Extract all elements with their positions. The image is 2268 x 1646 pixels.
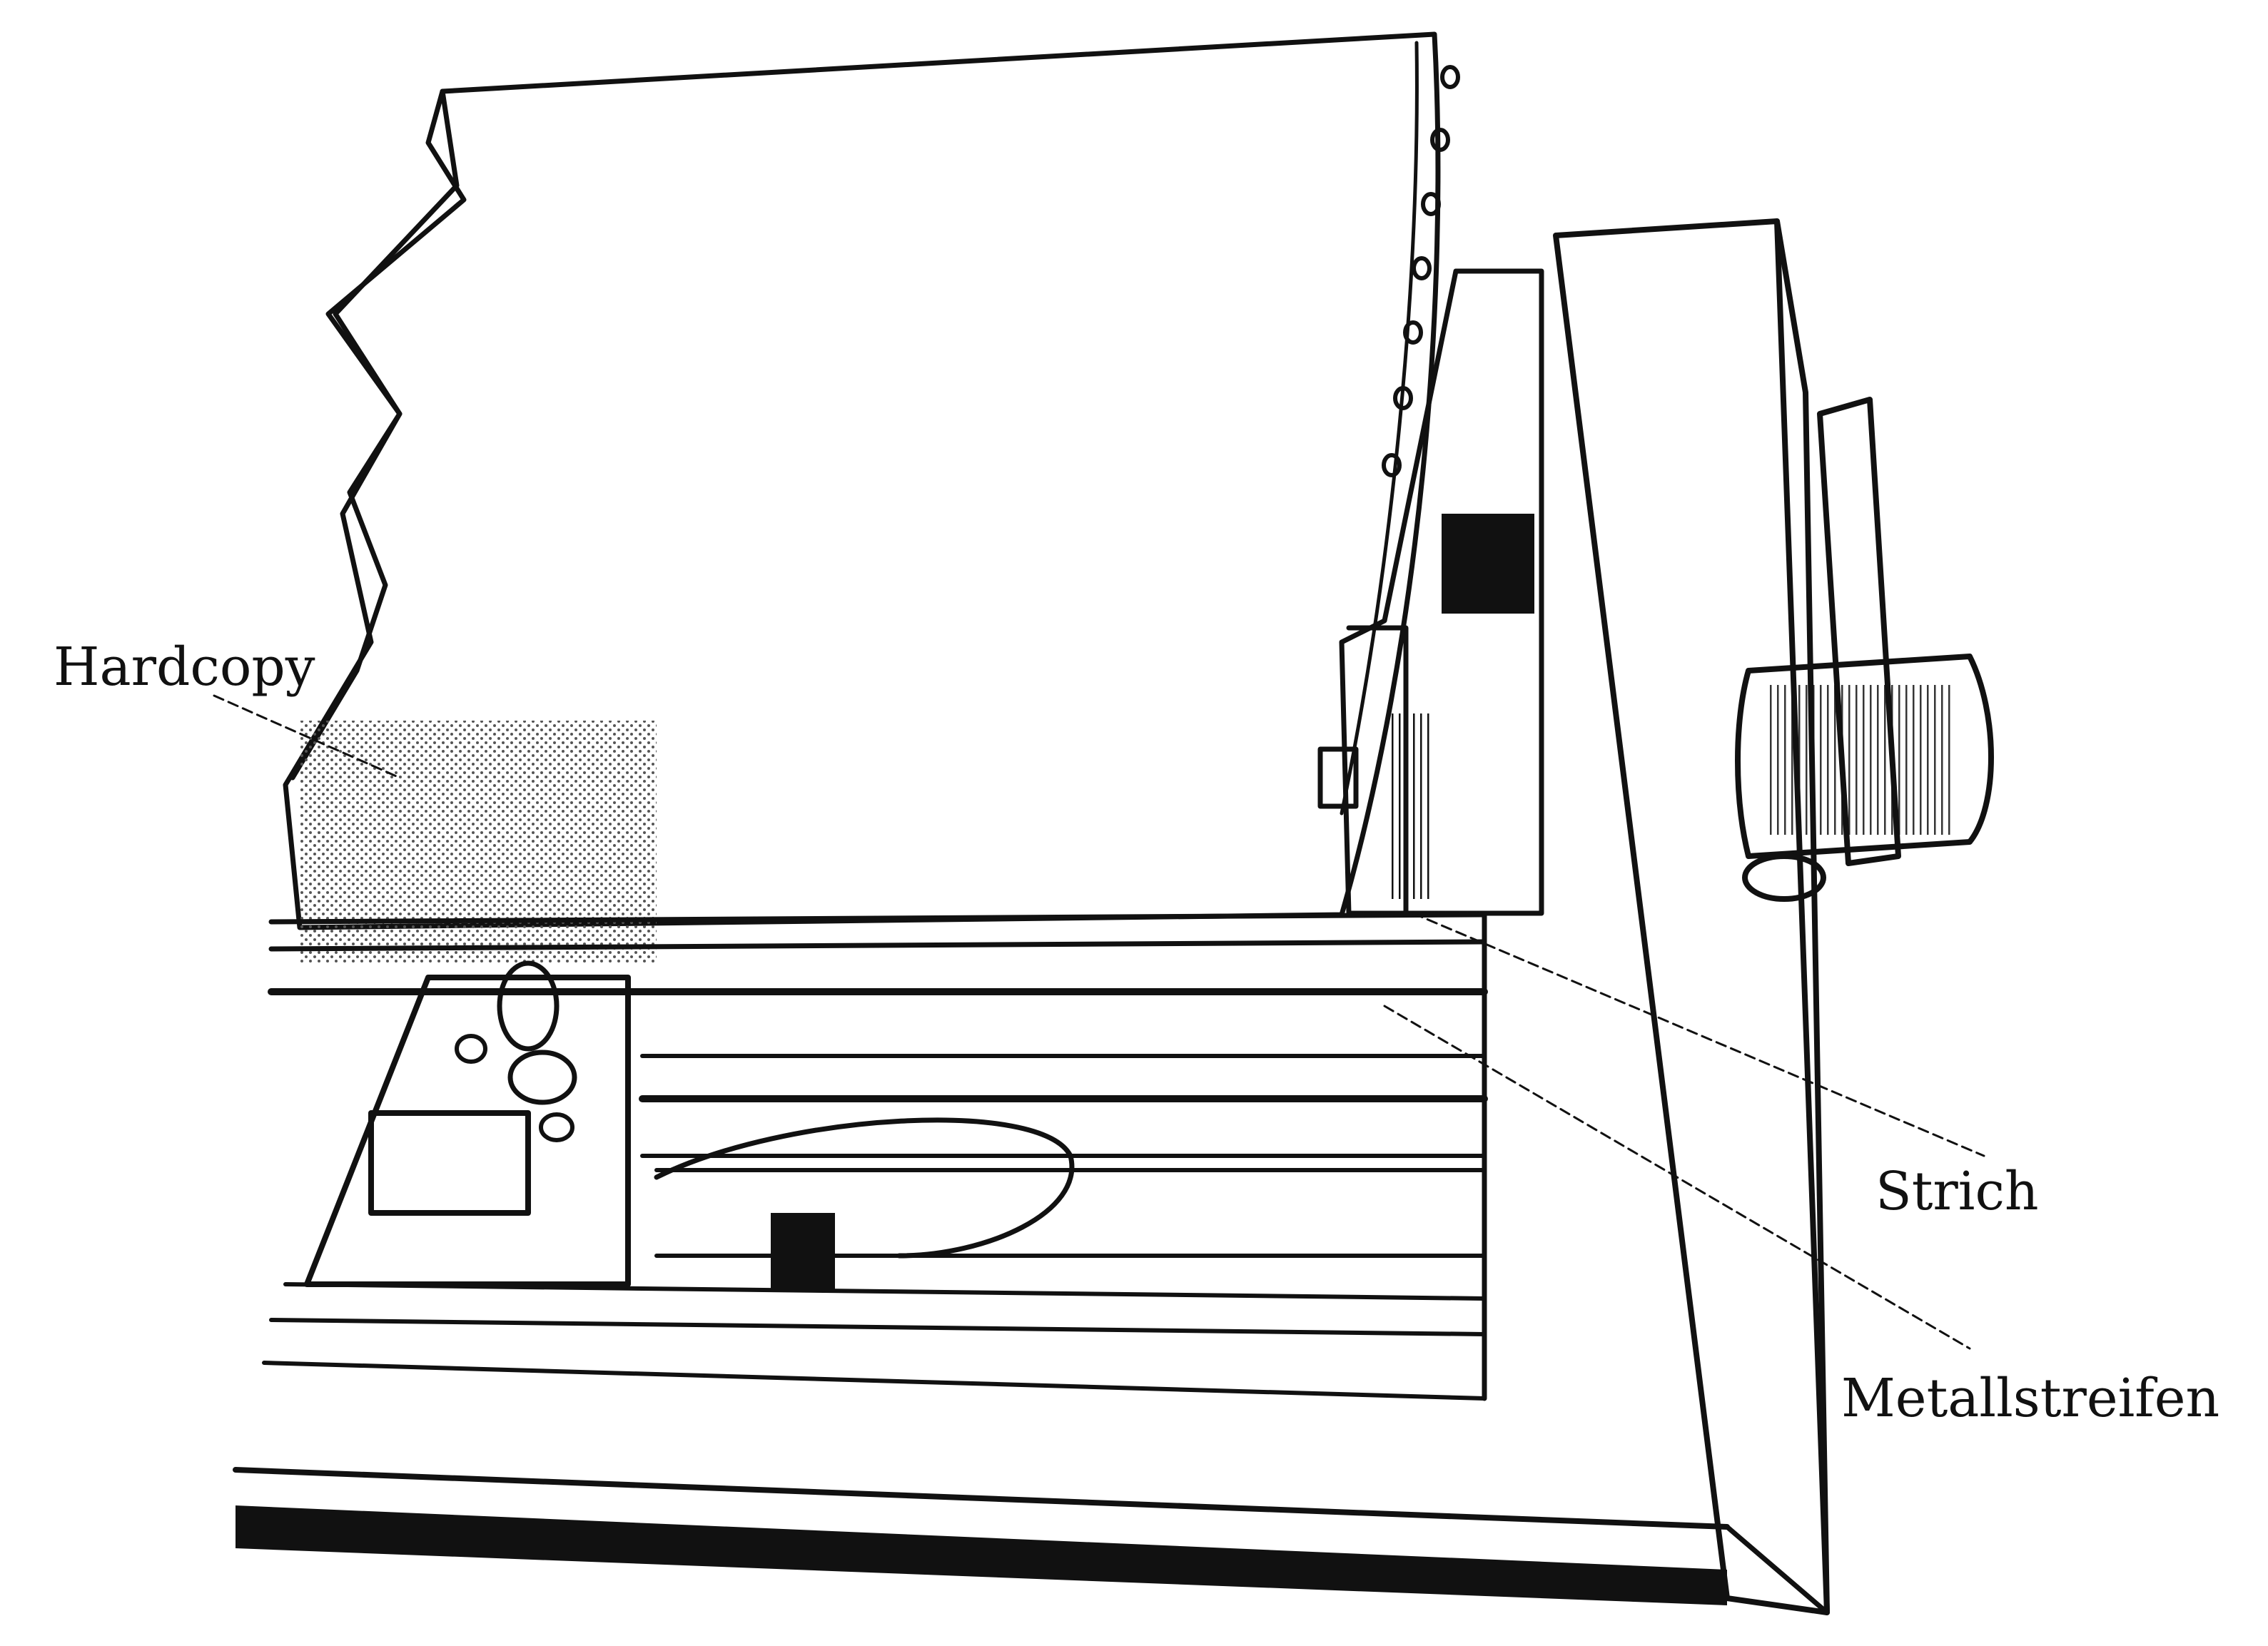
label-strich: Strich xyxy=(1875,1161,2039,1222)
print-head-carriage xyxy=(304,960,1075,1291)
label-metallstreifen: Metallstreifen xyxy=(1841,1368,2219,1429)
leader-lines xyxy=(213,694,1985,1350)
platen-knob-icon[interactable] xyxy=(1735,654,1994,902)
label-hardcopy: Hardcopy xyxy=(54,636,315,698)
carriage-rails xyxy=(262,910,1488,1401)
tractor-holes xyxy=(1382,65,1460,477)
printer-base xyxy=(233,1467,1830,1615)
